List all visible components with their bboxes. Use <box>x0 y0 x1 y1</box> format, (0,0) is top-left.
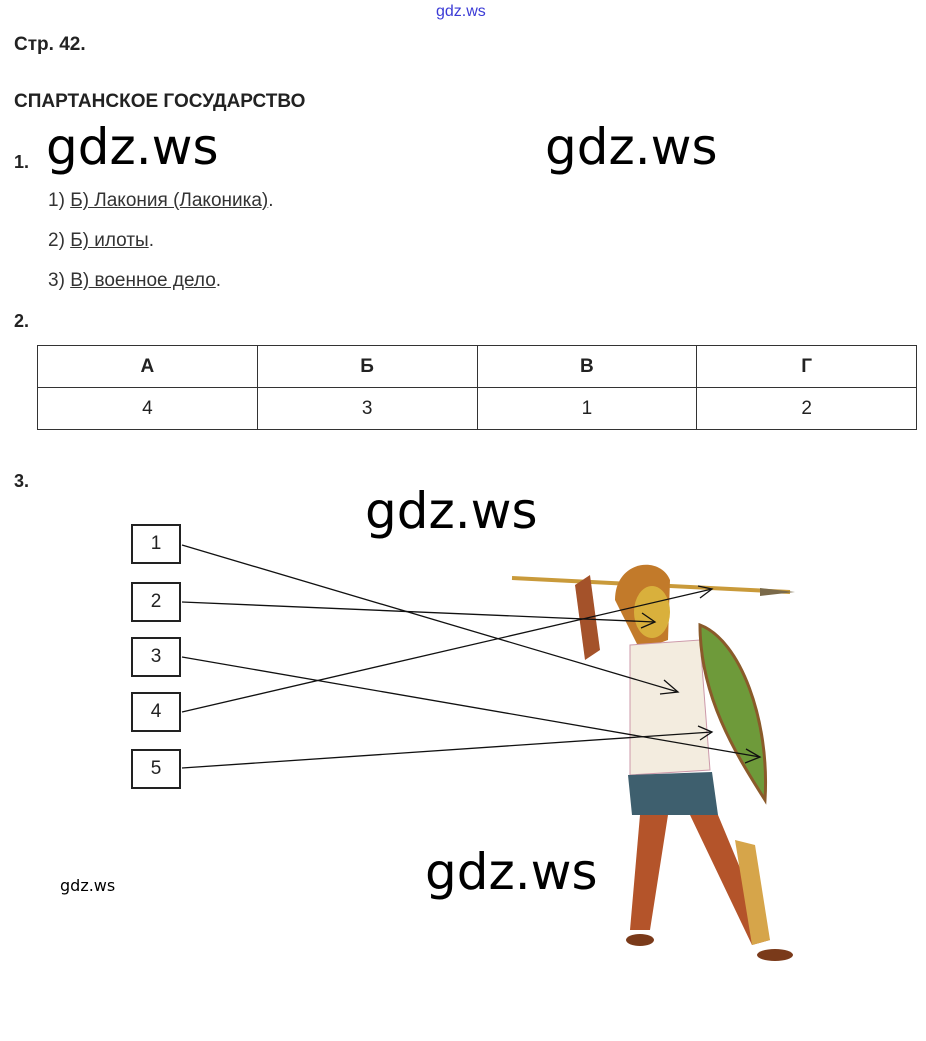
connector-line-3 <box>181 656 761 758</box>
table-cell: 3 <box>256 387 478 430</box>
connector-lines <box>181 544 762 769</box>
label-box-3: 3 <box>131 637 181 677</box>
arrowhead-icon <box>640 612 657 629</box>
answer-3: 3) В) военное дело. <box>48 270 222 291</box>
task-2-number: 2. <box>14 311 30 331</box>
watermark: gdz.ws <box>365 482 538 540</box>
label-box-5: 5 <box>131 749 181 789</box>
label-box-1: 1 <box>131 524 181 564</box>
table-row: 4 3 1 2 <box>37 387 917 430</box>
table-cell: 1 <box>476 387 698 430</box>
arrowhead-icon <box>659 679 680 695</box>
warrior-figure <box>511 564 795 961</box>
arrowhead-icon <box>697 585 714 599</box>
watermark: gdz.ws <box>46 118 219 176</box>
connector-line-1 <box>181 544 679 693</box>
answer-1: 1) Б) Лакония (Лаконика). <box>48 190 274 211</box>
watermark: gdz.ws <box>545 118 718 176</box>
connector-line-5 <box>181 731 713 769</box>
small-watermark: gdz.ws <box>60 876 116 895</box>
top-watermark: gdz.ws <box>436 3 486 20</box>
table-header: Г <box>696 345 917 388</box>
task-1-number: 1. <box>14 152 30 172</box>
arrowhead-icon <box>744 748 762 764</box>
arrowhead-icon <box>697 725 714 741</box>
table-cell: 4 <box>37 387 258 430</box>
connector-line-2 <box>181 601 656 623</box>
answer-table: А Б В Г 4 3 1 2 <box>37 345 917 430</box>
page-title: СПАРТАНСКОЕ ГОСУДАРСТВО <box>14 91 306 112</box>
page-label: Стр. 42. <box>14 34 86 55</box>
table-cell: 2 <box>696 387 917 430</box>
task-3-number: 3. <box>14 471 30 491</box>
answer-2: 2) Б) илоты. <box>48 230 154 251</box>
watermark: gdz.ws <box>425 843 598 901</box>
table-header-row: А Б В Г <box>37 345 917 388</box>
connector-line-4 <box>181 588 713 713</box>
label-box-2: 2 <box>131 582 181 622</box>
label-box-4: 4 <box>131 692 181 732</box>
